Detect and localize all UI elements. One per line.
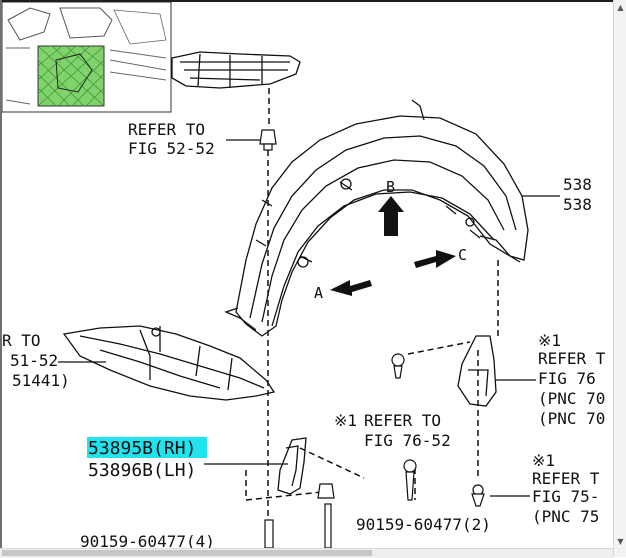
refer-r1-line1: REFER T bbox=[538, 349, 606, 368]
part-number-right-1: 538 bbox=[563, 175, 592, 194]
refer-r2-mark: ※1 bbox=[532, 451, 555, 470]
leader-lines bbox=[58, 139, 560, 497]
vertical-scrollbar[interactable]: ▲ ▼ bbox=[613, 0, 626, 557]
horizontal-scrollbar-thumb[interactable] bbox=[2, 550, 372, 556]
fender-liner-part bbox=[224, 99, 529, 337]
refer-top-line1: REFER TO bbox=[128, 120, 205, 139]
minimap-thumbnail[interactable] bbox=[1, 1, 172, 113]
refer-top-line2: FIG 52-52 bbox=[128, 139, 215, 158]
mudflap-part bbox=[277, 437, 307, 495]
arrow-a-icon bbox=[330, 280, 372, 296]
refer-left-line3: 51441) bbox=[12, 371, 70, 390]
refer-r1-mark: ※1 bbox=[538, 331, 561, 350]
selection-highlight bbox=[87, 437, 207, 458]
horizontal-scrollbar[interactable] bbox=[0, 548, 613, 558]
refer-r2-line2: FIG 75- bbox=[532, 487, 599, 506]
mark-1: ※1 bbox=[334, 411, 357, 430]
refer-r1-line3: (PNC 70 bbox=[538, 389, 605, 408]
parts-diagram: REFER TO FIG 52-52 R TO 51-52 51441) 538… bbox=[1, 1, 606, 551]
arrow-c-label: C bbox=[458, 246, 467, 264]
splash-shield-part bbox=[62, 325, 276, 401]
window-top-border bbox=[0, 0, 626, 2]
dashed-leaders bbox=[245, 88, 499, 520]
upper-bracket-part bbox=[171, 51, 301, 89]
right-mudflap-part bbox=[457, 335, 497, 407]
refer-r2-line3: (PNC 75 bbox=[532, 507, 599, 526]
mudflap-lh-part-number[interactable]: 53896B(LH) bbox=[88, 460, 196, 481]
window-left-border bbox=[0, 0, 2, 557]
refer-left-line1: R TO bbox=[2, 331, 41, 350]
refer-r1-line4: (PNC 70 bbox=[538, 409, 605, 428]
mudflap-rh-part-number[interactable]: 53895B(RH) bbox=[88, 438, 196, 459]
refer-r1-line2: FIG 76 bbox=[538, 369, 596, 388]
scroll-down-icon[interactable]: ▼ bbox=[617, 537, 624, 546]
part-number-right-2: 538 bbox=[563, 195, 592, 214]
bolt-part-number-left: 90159-60477(4) bbox=[80, 532, 215, 548]
arrow-c-icon bbox=[414, 250, 456, 268]
refer-mid-line2: FIG 76-52 bbox=[364, 431, 451, 450]
arrow-b-icon bbox=[378, 196, 404, 236]
direction-arrows bbox=[330, 196, 456, 296]
refer-r2-line1: REFER T bbox=[532, 469, 600, 488]
refer-left-line2: 51-52 bbox=[10, 351, 58, 370]
refer-mid-line1: REFER TO bbox=[364, 411, 441, 430]
arrow-b-label: B bbox=[386, 178, 395, 196]
scroll-up-icon[interactable]: ▲ bbox=[617, 3, 624, 12]
fasteners bbox=[259, 129, 485, 549]
bolt-part-number: 90159-60477(2) bbox=[356, 515, 491, 534]
arrow-a-label: A bbox=[314, 284, 323, 302]
